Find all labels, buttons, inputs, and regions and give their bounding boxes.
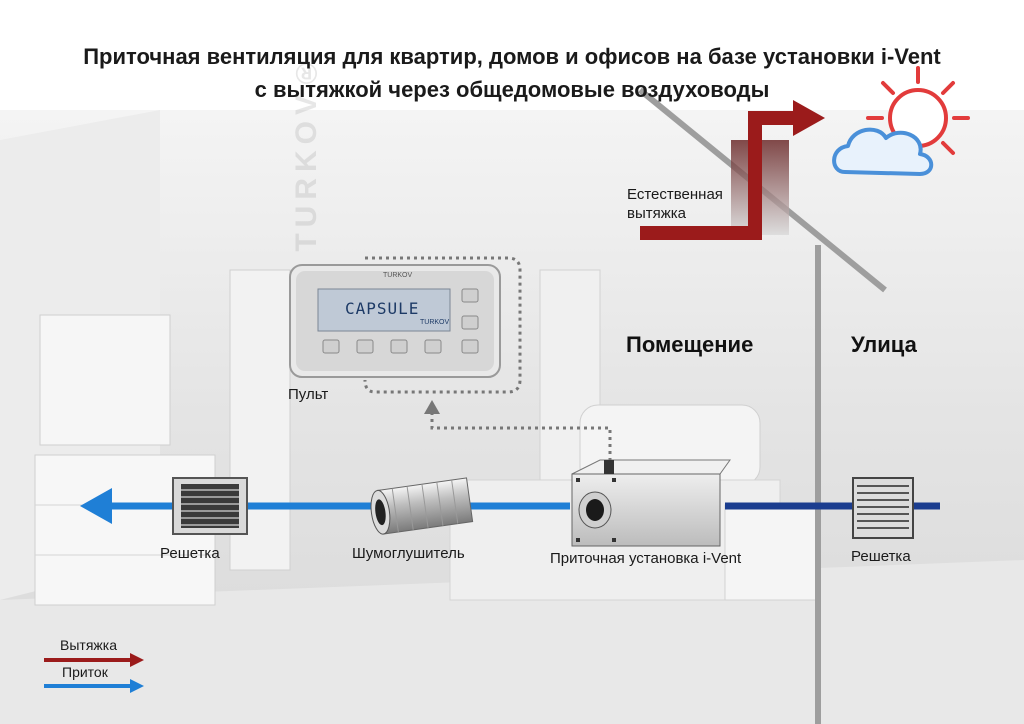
legend-supply-label: Приток: [62, 664, 108, 680]
title-line-1: Приточная вентиляция для квартир, домов …: [83, 44, 941, 69]
room-background: [0, 110, 1024, 724]
control-cable: [363, 256, 612, 468]
remote-screen-brand: TURKOV: [420, 319, 450, 326]
legend-exhaust-label: Вытяжка: [60, 637, 117, 653]
title-line-2: с вытяжкой через общедомовые воздуховоды: [254, 77, 770, 102]
cloud-icon: [832, 127, 934, 176]
label-grille-right: Решетка: [851, 548, 911, 565]
grille-right: [852, 477, 914, 539]
grille-left: [172, 477, 248, 535]
label-room: Помещение: [626, 332, 754, 357]
ivent-unit: [571, 459, 731, 547]
label-remote: Пульт: [288, 386, 329, 403]
label-grille-left: Решетка: [160, 545, 220, 562]
remote-brand-top: TURKOV: [383, 272, 413, 279]
label-street: Улица: [851, 332, 917, 357]
remote-control: [289, 264, 501, 378]
legend-supply-arrow: [44, 679, 144, 693]
label-ivent-unit: Приточная установка i-Vent: [550, 550, 742, 567]
remote-screen-text: CAPSULE: [345, 299, 420, 318]
label-silencer: Шумоглушитель: [352, 545, 465, 562]
legend-exhaust-arrow: [44, 653, 144, 667]
silencer: [370, 477, 474, 535]
natural-exhaust-arrow: [640, 100, 825, 240]
label-natural-exhaust-1: Естественная: [627, 186, 723, 203]
label-natural-exhaust-2: вытяжка: [627, 205, 687, 222]
page-title: Приточная вентиляция для квартир, домов …: [0, 40, 1024, 106]
